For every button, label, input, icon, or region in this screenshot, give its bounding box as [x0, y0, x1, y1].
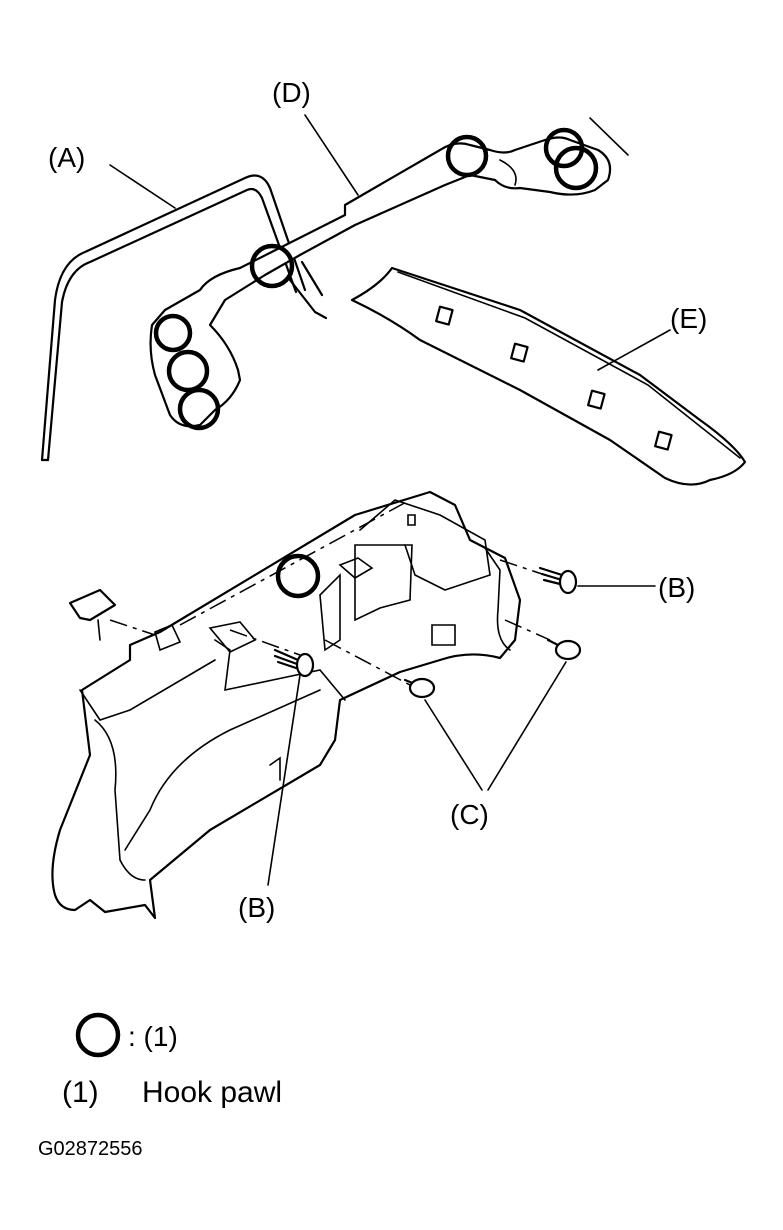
figure-id: G02872556	[38, 1138, 143, 1160]
legend-item-number: (1)	[62, 1076, 99, 1109]
screw-b-left	[267, 648, 315, 886]
part-a-weatherstrip	[40, 164, 307, 462]
hook-pawl	[553, 145, 599, 191]
legend: : (1) (1) Hook pawl	[62, 1012, 282, 1109]
label-b-bottom: (B)	[238, 892, 275, 923]
hook-pawl	[445, 134, 489, 178]
legend-item-text: Hook pawl	[142, 1076, 282, 1109]
hook-pawl	[249, 243, 295, 289]
label-b-top: (B)	[658, 572, 695, 603]
hook-pawl	[177, 387, 221, 431]
install-lines	[179, 499, 551, 686]
clip-c-left	[403, 677, 483, 791]
label-d: (D)	[272, 77, 311, 108]
hook-pawls	[153, 127, 599, 599]
hook-pawl	[275, 553, 321, 599]
screw-b-right	[538, 566, 656, 595]
hook-pawl	[166, 349, 210, 393]
legend-hook-pawl-symbol	[75, 1012, 121, 1058]
clip-c-right	[487, 638, 582, 791]
label-c: (C)	[450, 799, 489, 830]
label-a: (A)	[48, 142, 85, 173]
part-e-rail-trim	[350, 266, 747, 486]
lower-quarter-trim	[51, 490, 522, 920]
loose-clip	[68, 588, 156, 641]
legend-symbol-ref: : (1)	[128, 1021, 178, 1052]
hook-pawl	[153, 313, 193, 353]
label-e: (E)	[670, 303, 707, 334]
